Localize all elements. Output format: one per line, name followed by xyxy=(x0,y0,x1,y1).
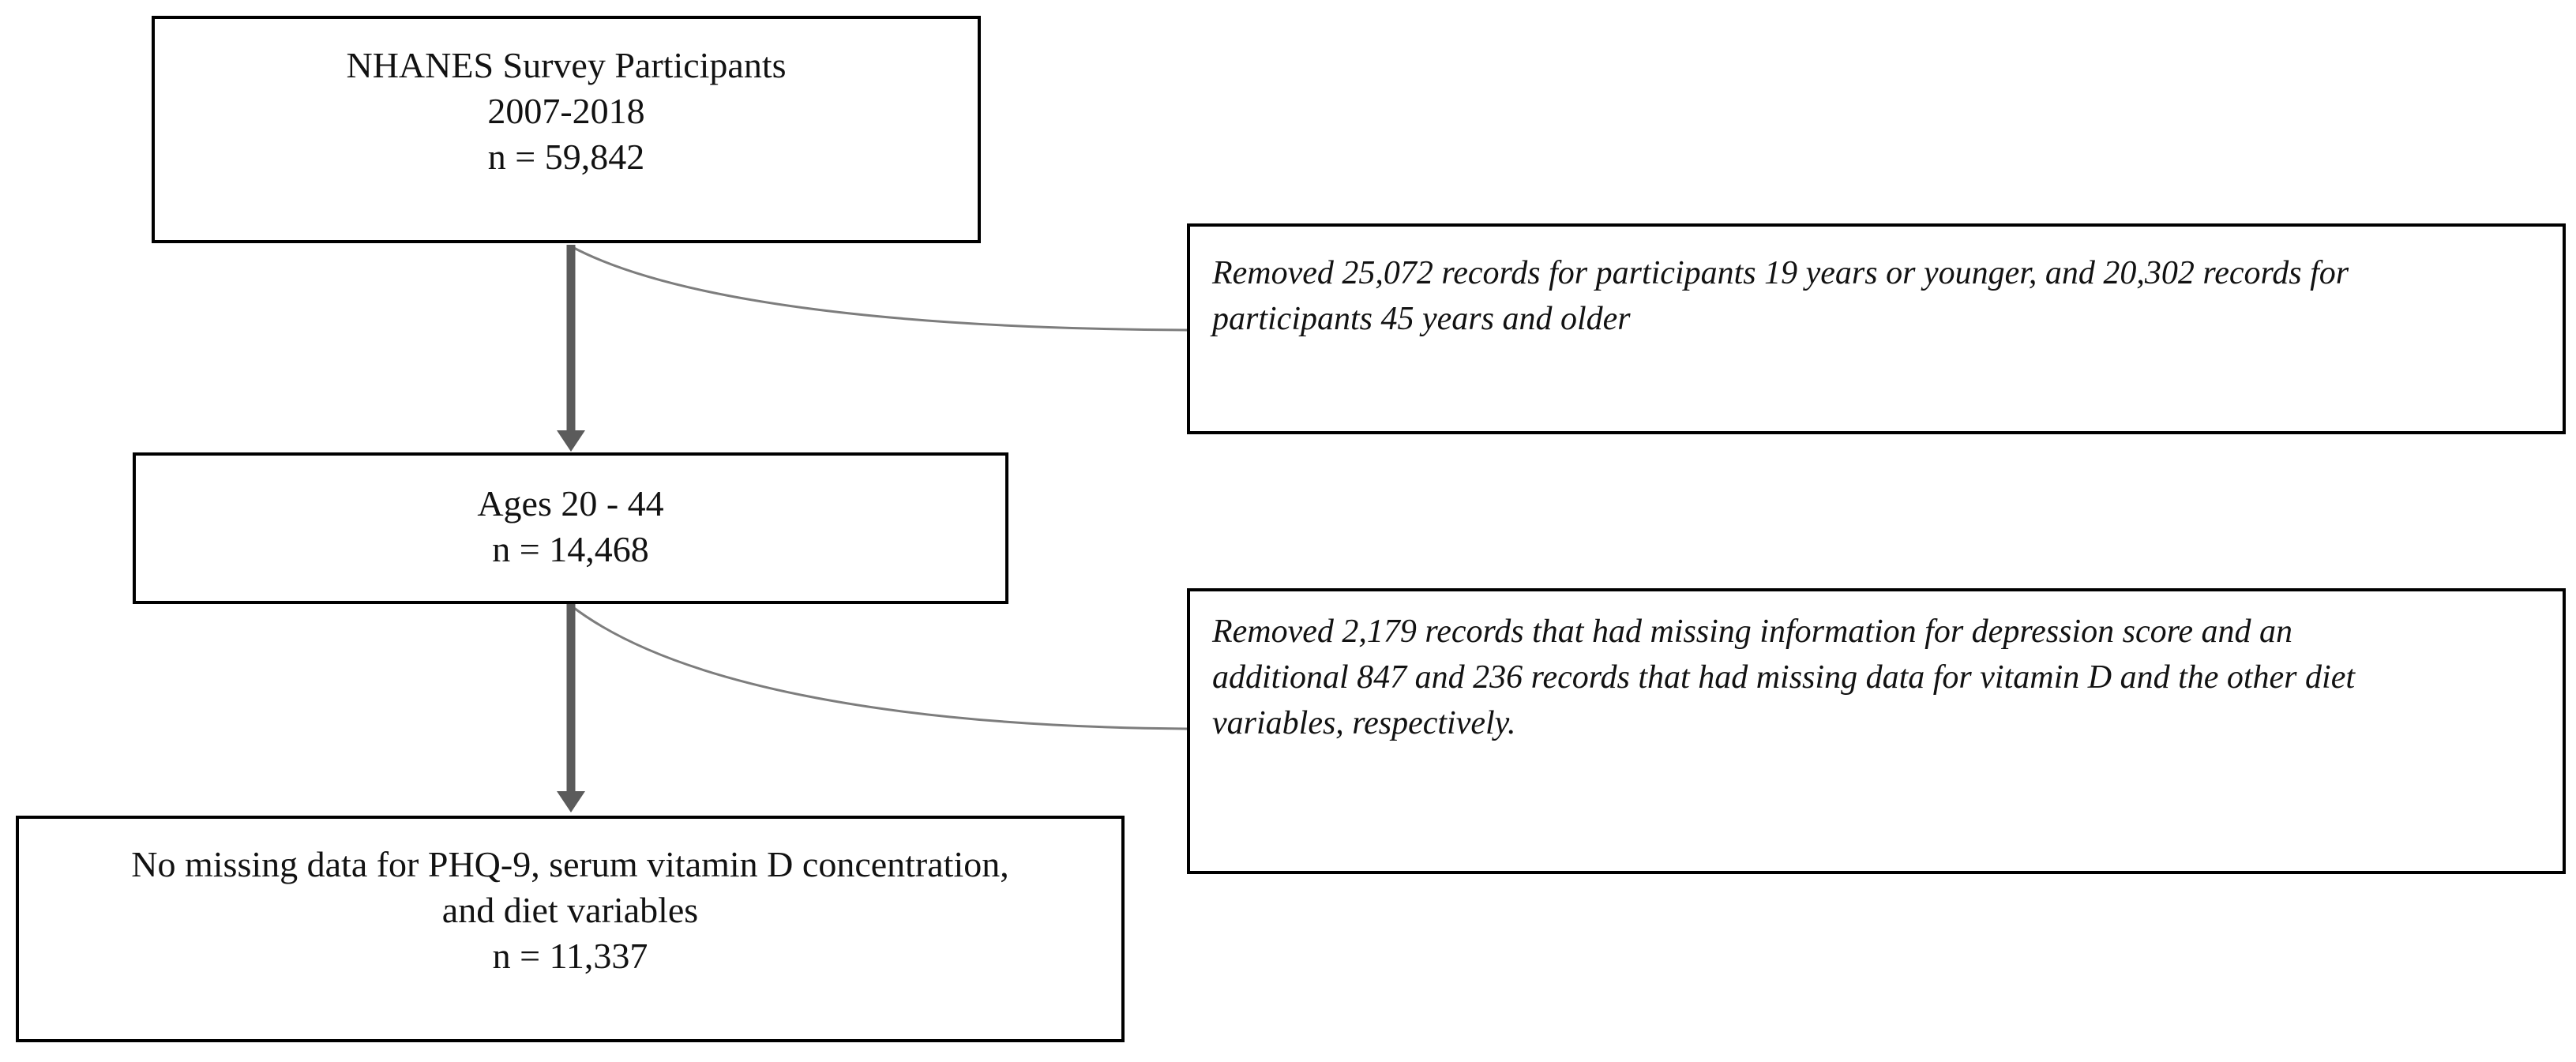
node-final-sample-line-1: No missing data for PHQ-9, serum vitamin… xyxy=(131,844,1009,884)
node-survey-participants-line-3: n = 59,842 xyxy=(487,137,645,177)
node-exclusion-age-line-2: participants 45 years and older xyxy=(1212,301,1631,337)
node-exclusion-missing-data: Removed 2,179 records that had missing i… xyxy=(1187,588,2566,874)
node-ages-20-44-line-2: n = 14,468 xyxy=(492,529,649,569)
node-survey-participants: NHANES Survey Participants 2007-2018 n =… xyxy=(152,16,981,243)
node-ages-20-44: Ages 20 - 44 n = 14,468 xyxy=(133,452,1008,604)
node-final-sample-line-2: and diet variables xyxy=(441,890,699,930)
node-exclusion-age-line-1: Removed 25,072 records for participants … xyxy=(1212,255,2349,291)
node-final-sample-line-3: n = 11,337 xyxy=(492,936,648,976)
node-exclusion-missing-data-line-1: Removed 2,179 records that had missing i… xyxy=(1212,614,2293,650)
node-final-sample: No missing data for PHQ-9, serum vitamin… xyxy=(16,816,1125,1042)
connector-curve-to-note1 xyxy=(570,245,1188,332)
node-exclusion-age: Removed 25,072 records for participants … xyxy=(1187,223,2566,434)
node-survey-participants-line-1: NHANES Survey Participants xyxy=(346,45,787,85)
connector-curve-to-note2 xyxy=(570,604,1188,730)
flow-arrow-top-head xyxy=(557,430,585,452)
node-survey-participants-line-2: 2007-2018 xyxy=(487,91,645,131)
node-ages-20-44-line-1: Ages 20 - 44 xyxy=(477,483,664,523)
flow-arrow-middle-head xyxy=(557,791,585,812)
node-exclusion-missing-data-line-2: additional 847 and 236 records that had … xyxy=(1212,659,2356,696)
node-exclusion-missing-data-line-3: variables, respectively. xyxy=(1212,705,1516,741)
